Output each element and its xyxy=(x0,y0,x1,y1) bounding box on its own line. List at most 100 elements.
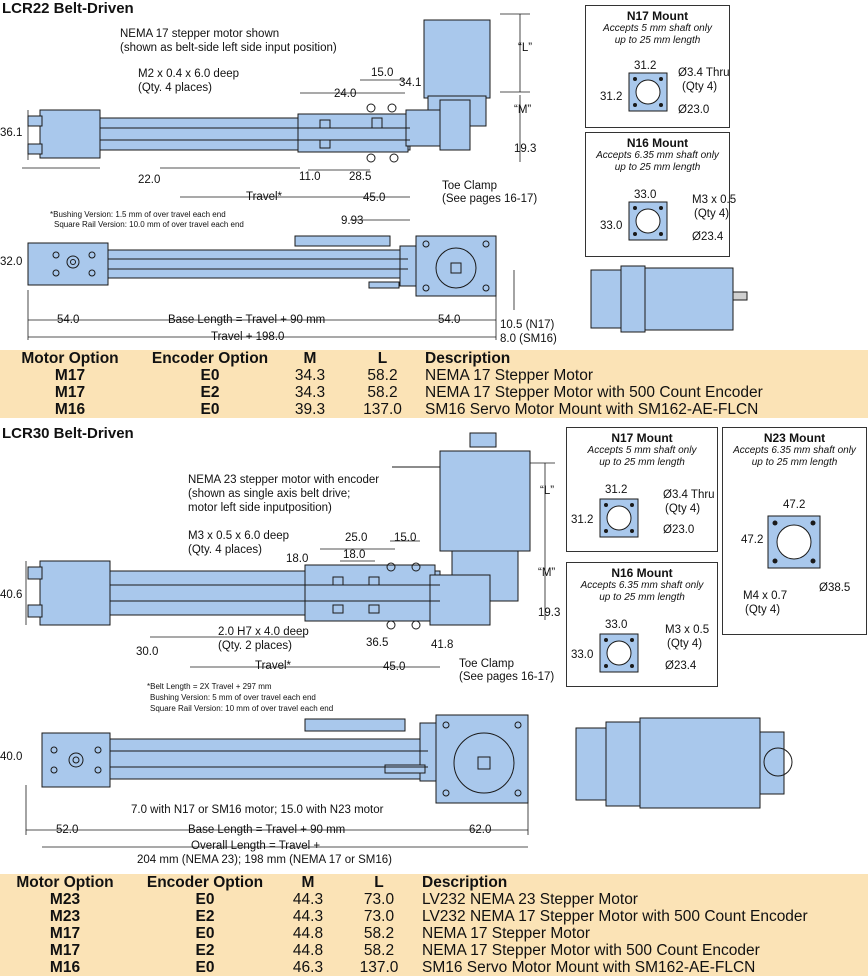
lcr30-dim-25: 25.0 xyxy=(345,532,368,544)
mount-note-1: Accepts 6.35 mm shaft only xyxy=(580,580,704,591)
m-cell: 34.3 xyxy=(294,384,326,401)
mount-callout-1: M3 x 0.5 xyxy=(692,194,737,206)
lcr22-dim-15: 15.0 xyxy=(371,67,394,79)
lcr30-motor-side-view xyxy=(575,717,793,809)
encoder-cell: E2 xyxy=(200,384,220,401)
lcr30-base-length: Base Length = Travel + 90 mm xyxy=(188,824,346,836)
lcr30-dim-18-a: 18.0 xyxy=(286,553,309,565)
lcr22-dim-54-right: 54.0 xyxy=(438,314,461,326)
mount-callout-3: Ø23.0 xyxy=(663,524,695,536)
motor-cell: M17 xyxy=(49,942,81,959)
mount-callout-1: Ø3.4 Thru xyxy=(678,67,730,79)
lcr30-n17-mount-panel: N17 Mount Accepts 5 mm shaft only up to … xyxy=(566,427,718,552)
table-row: M23 E2 44.3 73.0 LV232 NEMA 17 Stepper M… xyxy=(0,908,868,925)
lcr30-dim-30: 30.0 xyxy=(136,646,159,658)
motor-cell: M16 xyxy=(54,401,86,418)
lcr30-motor-note-3: motor left side inputposition) xyxy=(188,502,332,514)
lcr30-note-2: Bushing Version: 5 mm of over travel eac… xyxy=(150,693,316,702)
lcr22-dim-24: 24.0 xyxy=(334,88,357,100)
lcr30-overall-length-1: Overall Length = Travel + xyxy=(191,840,321,852)
motor-cell: M23 xyxy=(49,908,81,925)
table-row: M16 E0 39.3 137.0 SM16 Servo Motor Mount… xyxy=(0,401,868,418)
col-l: L xyxy=(377,350,388,367)
mount-note-2: up to 25 mm length xyxy=(599,457,685,468)
mount-dim-side: 31.2 xyxy=(571,514,594,526)
description-cell: LV232 NEMA 23 Stepper Motor xyxy=(422,891,638,908)
lcr22-motor-side-view xyxy=(590,265,748,333)
lcr30-tap-note-2: (Qty. 4 places) xyxy=(188,544,262,556)
m-cell: 34.3 xyxy=(294,367,326,384)
lcr22-dim-54-left: 54.0 xyxy=(57,314,80,326)
l-cell: 58.2 xyxy=(367,367,398,384)
description-cell: NEMA 17 Stepper Motor with 500 Count Enc… xyxy=(425,384,763,401)
lcr22-base-length: Base Length = Travel + 90 mm xyxy=(168,314,326,326)
mount-dim-side: 31.2 xyxy=(600,91,623,103)
lcr30-dim-52: 52.0 xyxy=(56,824,79,836)
lcr22-motor-note-1: NEMA 17 stepper motor shown xyxy=(120,28,280,40)
mount-note-2: up to 25 mm length xyxy=(614,35,701,46)
mount-note-1: Accepts 6.35 mm shaft only xyxy=(733,445,856,456)
lcr22-note-2: Square Rail Version: 10.0 mm of over tra… xyxy=(54,220,244,229)
mount-callout-1: Ø3.4 Thru xyxy=(663,489,715,501)
mount-note-2: up to 25 mm length xyxy=(599,592,685,603)
lcr22-dim-11: 11.0 xyxy=(299,171,321,183)
col-motor-option: Motor Option xyxy=(21,350,119,367)
m-cell: 44.8 xyxy=(292,942,324,959)
lcr30-pin-note-1: 2.0 H7 x 4.0 deep xyxy=(218,626,309,638)
lcr30-dim-36-5: 36.5 xyxy=(366,637,389,649)
mount-callout-3: Ø38.5 xyxy=(819,582,851,594)
mount-title: N17 Mount xyxy=(611,431,673,445)
mount-note-2: up to 25 mm length xyxy=(614,162,701,173)
lcr30-dim-15: 15.0 xyxy=(394,532,417,544)
lcr22-dim-8: 8.0 (SM16) xyxy=(500,333,557,345)
m-cell: 46.3 xyxy=(292,959,324,976)
lcr30-dim-M: “M” xyxy=(538,567,556,579)
lcr30-dim-40: 40.0 xyxy=(0,751,23,763)
mount-callout-1: M3 x 0.5 xyxy=(665,624,710,636)
m-cell: 39.3 xyxy=(294,401,326,418)
mount-callout-2: (Qty 4) xyxy=(682,81,718,93)
lcr22-motor-note-2: (shown as belt-side left side input posi… xyxy=(120,42,337,54)
mount-dim-top: 33.0 xyxy=(634,189,657,201)
lcr30-dim-19-3: 19.3 xyxy=(538,607,561,619)
encoder-cell: E0 xyxy=(195,925,215,942)
col-l: L xyxy=(374,874,384,891)
lcr22-total-length: Travel + 198.0 xyxy=(211,331,285,343)
mount-title: N17 Mount xyxy=(626,9,689,23)
lcr30-n23-mount-panel: N23 Mount Accepts 6.35 mm shaft only up … xyxy=(722,427,867,635)
col-motor-option: Motor Option xyxy=(16,874,114,891)
l-cell: 137.0 xyxy=(359,959,399,976)
lcr22-dim-45: 45.0 xyxy=(363,192,386,204)
lcr22-dim-L: “L” xyxy=(518,42,533,54)
lcr22-n16-mount-panel: N16 Mount Accepts 6.35 mm shaft only up … xyxy=(585,132,736,257)
mount-dim-side: 33.0 xyxy=(600,220,623,232)
lcr22-tap-note-2: (Qty. 4 places) xyxy=(138,82,212,94)
lcr30-dim-41-8: 41.8 xyxy=(431,639,454,651)
lcr30-toe-clamp: Toe Clamp xyxy=(459,658,514,670)
lcr30-dim-travel: Travel* xyxy=(255,660,291,672)
lcr30-dim-40-6: 40.6 xyxy=(0,589,23,601)
lcr22-dim-32: 32.0 xyxy=(0,256,23,268)
table-row: M16 E0 46.3 137.0 SM16 Servo Motor Mount… xyxy=(0,959,868,976)
encoder-cell: E2 xyxy=(195,908,215,925)
lcr30-dim-62: 62.0 xyxy=(469,824,492,836)
n16-mount-face xyxy=(628,201,668,241)
l-cell: 137.0 xyxy=(363,401,402,418)
lcr22-dim-travel: Travel* xyxy=(246,191,282,203)
table-row: M23 E0 44.3 73.0 LV232 NEMA 23 Stepper M… xyxy=(0,891,868,908)
encoder-cell: E0 xyxy=(195,959,215,976)
description-cell: NEMA 17 Stepper Motor xyxy=(425,367,593,384)
mount-dim-top: 33.0 xyxy=(605,619,628,631)
lcr22-dim-36-1: 36.1 xyxy=(0,127,23,139)
lcr22-dim-34-1: 34.1 xyxy=(399,77,422,89)
encoder-cell: E2 xyxy=(195,942,215,959)
table-row: M17 E2 34.3 58.2 NEMA 17 Stepper Motor w… xyxy=(0,384,868,401)
lcr30-pin-note-2: (Qty. 2 places) xyxy=(218,640,292,652)
description-cell: NEMA 17 Stepper Motor with 500 Count Enc… xyxy=(422,942,760,959)
lcr22-note-1: *Bushing Version: 1.5 mm of over travel … xyxy=(50,210,226,219)
lcr22-dim-M: “M” xyxy=(514,104,532,116)
lcr22-tap-note-1: M2 x 0.4 x 6.0 deep xyxy=(138,68,240,80)
mount-dim-side: 47.2 xyxy=(741,534,764,546)
mount-note-1: Accepts 5 mm shaft only xyxy=(603,23,712,34)
lcr30-side-view xyxy=(25,432,555,848)
